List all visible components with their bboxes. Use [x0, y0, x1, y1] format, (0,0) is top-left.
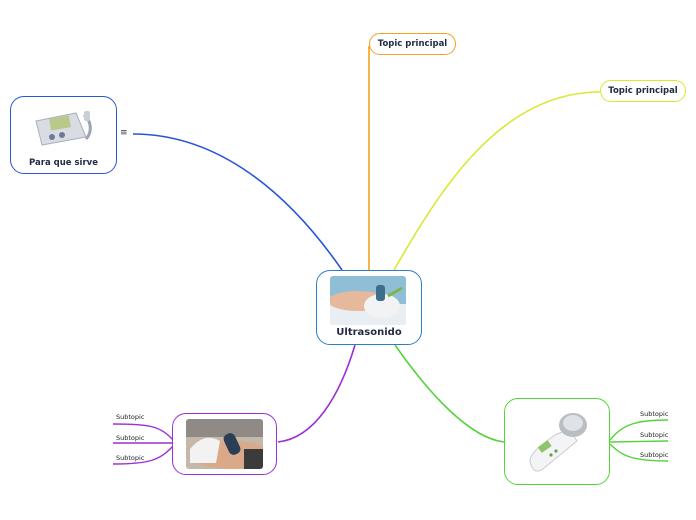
left-image-node[interactable]	[172, 413, 277, 475]
right-image-node[interactable]	[504, 398, 610, 485]
link-right-image	[394, 344, 505, 443]
left-subtopic-2[interactable]: Subtopic	[116, 434, 145, 442]
central-label: Ultrasonido	[336, 327, 402, 338]
left-subtopic-1[interactable]: Subtopic	[116, 413, 145, 421]
right-subtopic-lines	[609, 419, 669, 462]
central-node[interactable]: Ultrasonido	[316, 270, 422, 345]
topic-principal-yellow[interactable]: Topic principal	[600, 80, 686, 102]
left-subtopic-lines	[112, 423, 174, 465]
right-subtopic-2[interactable]: Subtopic	[640, 431, 669, 439]
link-topic-yellow	[393, 91, 601, 271]
left-subtopic-3[interactable]: Subtopic	[116, 454, 145, 462]
right-subtopic-1[interactable]: Subtopic	[640, 410, 669, 418]
ultrasound-therapy-photo	[186, 419, 263, 469]
link-para-que-sirve	[132, 133, 343, 271]
therapy-hand-photo	[330, 276, 406, 325]
ultrasound-machine-photo	[30, 103, 98, 151]
handheld-device-photo	[521, 407, 595, 477]
note-icon[interactable]: ≡	[120, 128, 128, 138]
para-que-sirve-label: Para que sirve	[29, 158, 98, 168]
para-que-sirve-node[interactable]: Para que sirve	[10, 96, 117, 174]
topic-principal-orange[interactable]: Topic principal	[369, 33, 456, 55]
right-subtopic-3[interactable]: Subtopic	[640, 451, 669, 459]
link-left-image	[277, 344, 356, 443]
